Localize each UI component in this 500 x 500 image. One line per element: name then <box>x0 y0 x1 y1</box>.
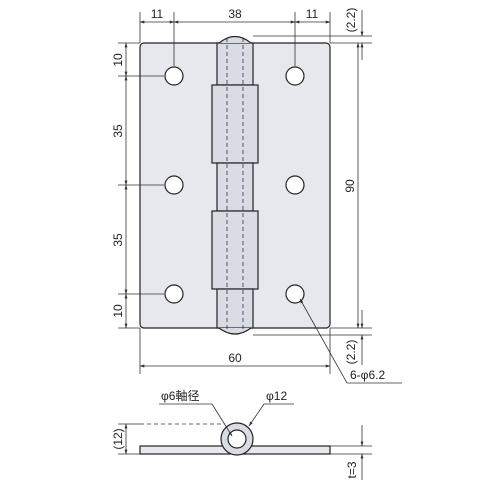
top-dimensions: 11 38 11 <box>139 7 331 66</box>
side-leaf-right <box>239 445 331 455</box>
dim-top-right: 11 <box>306 7 319 21</box>
dim-overall-width: 60 <box>228 351 242 365</box>
dim-left-upper-pitch: 35 <box>111 124 125 138</box>
dim-top-center: 38 <box>228 7 242 21</box>
dim-top-left: 11 <box>151 7 164 21</box>
side-thickness-label: t=3 <box>345 461 359 478</box>
left-dimensions: 10 35 35 10 <box>111 42 164 329</box>
hinge-plate-front-view <box>139 35 331 335</box>
side-height-label: (12) <box>111 428 125 449</box>
knuckle-segment <box>216 162 254 212</box>
dim-left-top-edge: 10 <box>111 53 125 67</box>
dim-left-lower-pitch: 35 <box>111 233 125 247</box>
knuckle-segment <box>216 288 254 329</box>
hinge-side-view: (12) t=3 φ6軸径 φ12 <box>111 389 372 480</box>
dim-overall-height: 90 <box>343 179 357 193</box>
pin-callout-label: φ6軸径 <box>161 389 199 403</box>
knuckle-callout-label: φ12 <box>266 389 287 403</box>
mounting-hole <box>285 284 305 304</box>
knuckle-segment <box>211 210 259 290</box>
mounting-hole <box>164 284 184 304</box>
knuckle-bottom-cap <box>218 327 252 335</box>
dim-top-projection: (2.2) <box>344 8 358 33</box>
knuckle-segment <box>216 42 254 86</box>
right-dimensions: (2.2) 90 (2.2) <box>253 8 372 365</box>
pin-circle <box>227 429 247 449</box>
knuckle-top-cap <box>218 35 252 44</box>
bottom-width-dimension: 60 <box>139 328 331 374</box>
dim-left-bottom-edge: 10 <box>111 304 125 318</box>
mounting-hole <box>164 175 184 195</box>
dim-bottom-projection: (2.2) <box>344 340 358 365</box>
hole-callout-label: 6-φ6.2 <box>350 368 385 382</box>
side-leaf-left <box>139 445 231 455</box>
mounting-hole <box>164 66 184 86</box>
mounting-hole <box>285 175 305 195</box>
mounting-hole <box>285 66 305 86</box>
hole-callout: 6-φ6.2 <box>299 298 402 384</box>
knuckle-segment <box>211 84 259 164</box>
